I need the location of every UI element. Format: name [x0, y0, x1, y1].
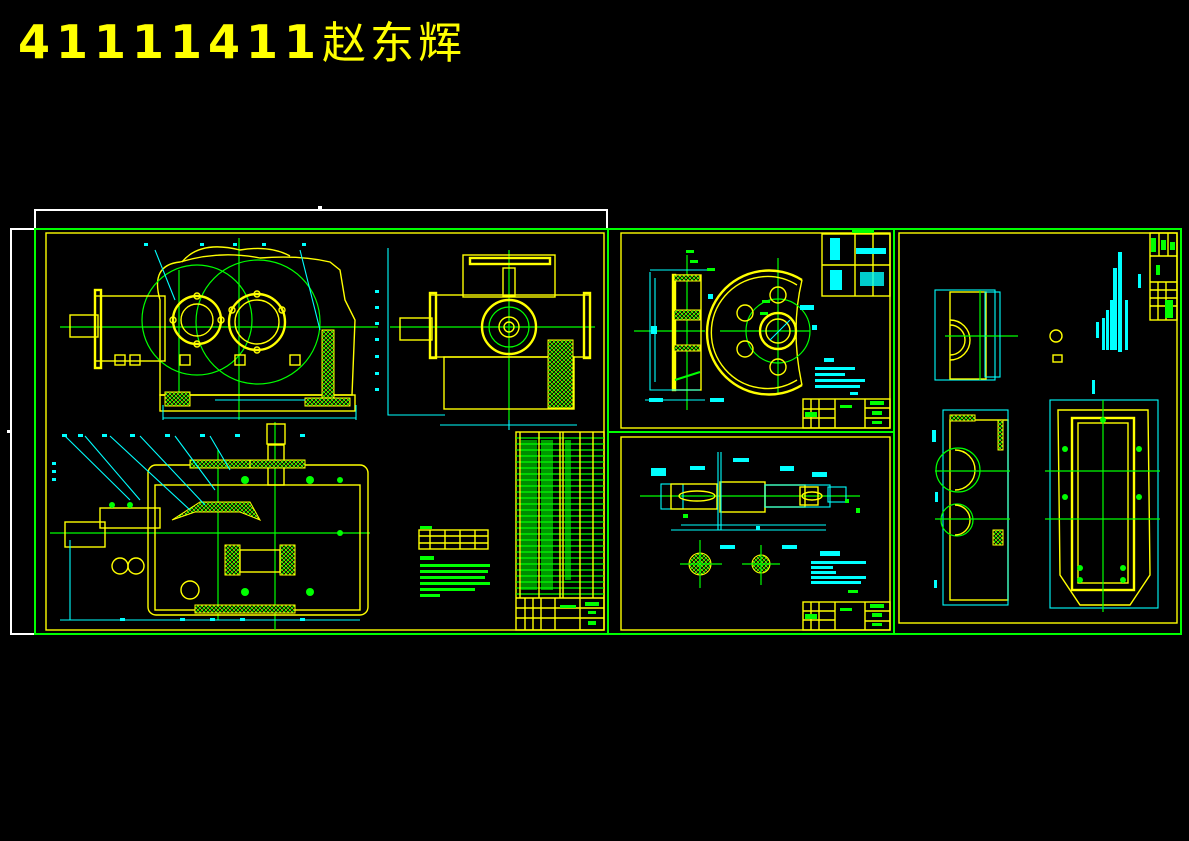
- sheet-housing[interactable]: [898, 232, 1178, 624]
- shaft-elevation-view: [640, 452, 860, 531]
- title-number: 41111411: [18, 15, 323, 69]
- sheet-gear[interactable]: [620, 230, 891, 429]
- outer-paper-frame: [7, 206, 608, 635]
- housing-inner-border: [898, 232, 1178, 624]
- sheet-frames: [34, 228, 1182, 635]
- gear-section-view: [634, 250, 724, 410]
- assembly-front-view: [60, 238, 379, 420]
- housing-tech-notes: [1096, 252, 1141, 352]
- drawing-title: 41111411赵东辉: [18, 14, 466, 70]
- gear-face-view: [705, 258, 817, 396]
- assembly-parts-list: [515, 431, 605, 631]
- housing-title-block: [1149, 232, 1178, 321]
- shaft-tech-notes: [811, 551, 866, 593]
- shaft-section-b: [742, 545, 797, 585]
- title-author-name: 赵东辉: [322, 18, 467, 69]
- shaft-title-block: [802, 601, 891, 631]
- assembly-tech-notes: [418, 526, 490, 597]
- shaft-section-a: [680, 540, 735, 588]
- housing-detail: [1049, 329, 1063, 363]
- gear-tech-notes: [815, 358, 865, 395]
- assembly-side-view: [387, 248, 595, 430]
- sheet-shaft[interactable]: [620, 436, 891, 631]
- housing-top-view: [1045, 380, 1160, 612]
- gear-title-block: [802, 398, 891, 429]
- assembly-top-section-view: [50, 422, 370, 630]
- sheet-assembly[interactable]: [45, 232, 605, 631]
- gear-parameter-table: [821, 230, 891, 297]
- shaft-inner-border: [620, 436, 891, 631]
- housing-side-section-view: [932, 409, 1010, 606]
- gear-inner-border: [620, 232, 891, 429]
- housing-end-view: [934, 289, 1018, 381]
